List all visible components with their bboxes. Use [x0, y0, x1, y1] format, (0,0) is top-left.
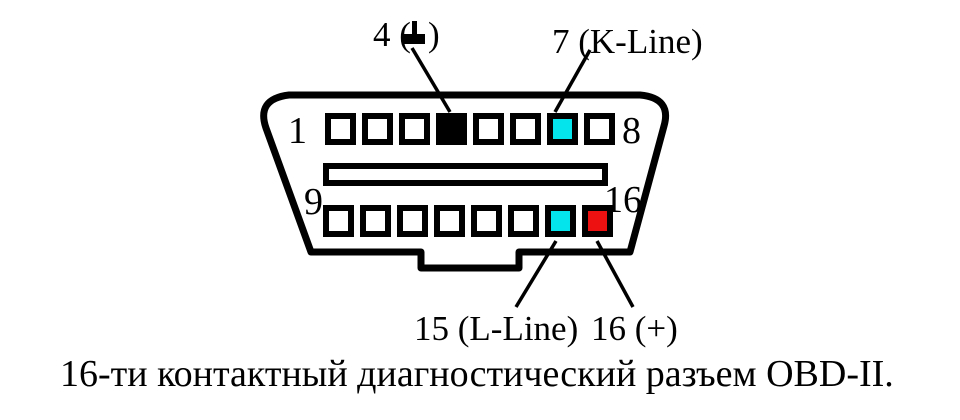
leader-line-pin7 [553, 49, 592, 113]
callout-pin4: 4 ( ) [373, 15, 440, 54]
pin-8 [584, 113, 615, 145]
pin-row-bottom [323, 205, 613, 237]
pin-row-top [325, 113, 615, 145]
leader-line-pin4 [410, 47, 452, 113]
diagram-caption: 16-ти контактный диагностический разъем … [60, 353, 894, 395]
leader-line-pin15 [514, 240, 558, 308]
pin-6 [510, 113, 541, 145]
callout-pin7: 7 (K-Line) [552, 22, 703, 61]
pin-13 [471, 205, 502, 237]
ground-icon [403, 21, 425, 44]
pin-3 [399, 113, 430, 145]
leader-line-pin16 [595, 240, 635, 308]
pin-9 [323, 205, 354, 237]
pin-12 [434, 205, 465, 237]
pin-4 [436, 113, 467, 145]
row-label-pin1: 1 [288, 110, 307, 152]
callout-pin4-suffix: ) [428, 15, 440, 54]
pin-11 [397, 205, 428, 237]
pin-15 [545, 205, 576, 237]
pin-7 [547, 113, 578, 145]
pin-1 [325, 113, 356, 145]
pin-2 [362, 113, 393, 145]
pin-10 [360, 205, 391, 237]
pin-5 [473, 113, 504, 145]
callout-pin16: 16 (+) [591, 309, 678, 348]
row-label-pin9: 9 [304, 181, 323, 223]
pin-14 [508, 205, 539, 237]
row-label-pin16: 16 [604, 179, 642, 221]
row-label-pin8: 8 [622, 110, 641, 152]
callout-pin15: 15 (L-Line) [414, 309, 578, 348]
pin-16 [582, 205, 613, 237]
center-slot [323, 163, 608, 186]
